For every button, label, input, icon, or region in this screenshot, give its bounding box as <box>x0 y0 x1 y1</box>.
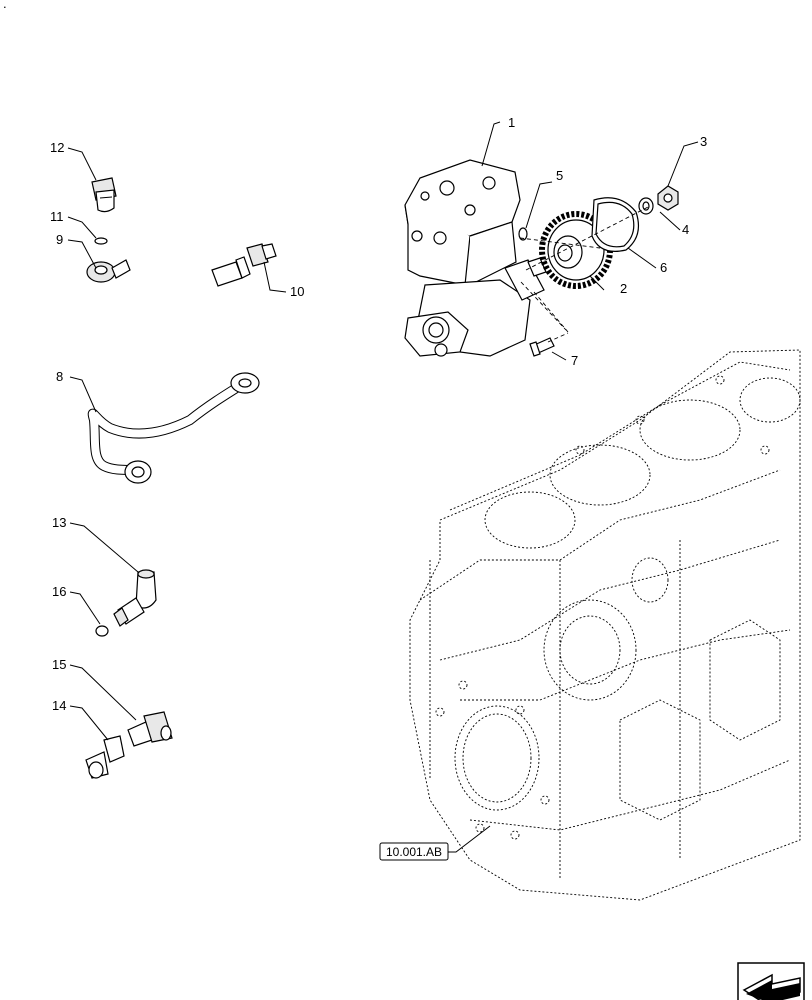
callout-10: 10 <box>290 284 304 299</box>
callout-16: 16 <box>52 584 66 599</box>
assembly-line <box>520 281 567 331</box>
callout-13: 13 <box>52 515 66 530</box>
callout-9: 9 <box>56 232 63 247</box>
part-13-elbow-fitting <box>113 569 157 627</box>
part-11-washer <box>94 237 108 245</box>
callout-1: 1 <box>508 115 515 130</box>
callout-11: 11 <box>50 209 64 224</box>
part-3-nut <box>657 185 679 211</box>
callout-2: 2 <box>620 281 627 296</box>
part-15-elbow-union <box>127 711 173 747</box>
callout-5: 5 <box>556 168 563 183</box>
part-12-banjo-bolt <box>91 177 117 213</box>
part-14-hose-barb <box>85 735 125 779</box>
part-1-air-compressor <box>404 159 547 357</box>
engine-block <box>409 349 801 901</box>
reference-label: 10.001.AB <box>386 845 442 859</box>
corner-mark: . <box>3 0 7 11</box>
navigation-arrow-icon[interactable] <box>737 962 805 1000</box>
assembly-line <box>547 332 569 343</box>
part-8-pipe <box>87 372 260 484</box>
part-5-ring <box>518 227 528 241</box>
callout-3: 3 <box>700 134 707 149</box>
callout-6: 6 <box>660 260 667 275</box>
assembly-line <box>525 205 651 271</box>
callout-14: 14 <box>52 698 66 713</box>
assembly-line <box>533 291 569 333</box>
callout-8: 8 <box>56 369 63 384</box>
part-4-washer <box>638 197 654 215</box>
callout-7: 7 <box>571 353 578 368</box>
part-9-hose-assembly <box>86 233 251 311</box>
part-6-gasket <box>591 197 639 252</box>
callout-12: 12 <box>50 140 64 155</box>
part-10-fitting <box>246 243 277 267</box>
leader-lines <box>67 121 699 853</box>
part-16-o-ring <box>95 625 109 637</box>
reference-link[interactable]: 10.001.AB <box>379 842 449 861</box>
callout-15: 15 <box>52 657 66 672</box>
callout-4: 4 <box>682 222 689 237</box>
